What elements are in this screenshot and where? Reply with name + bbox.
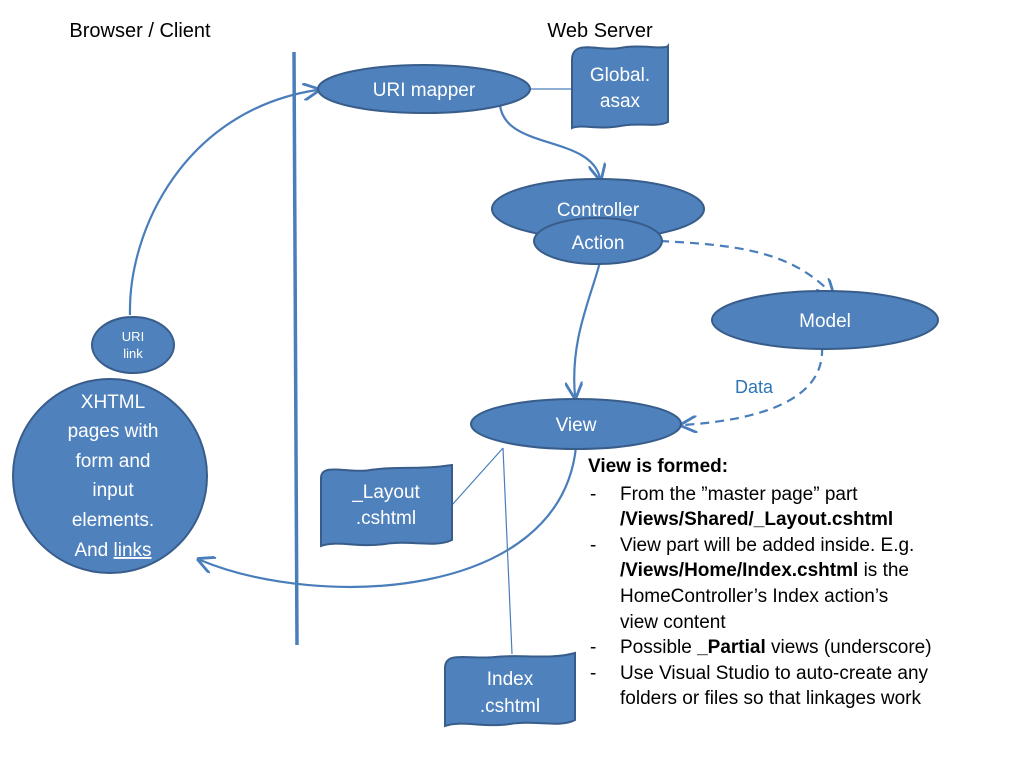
layout-label-line2: .cshtml [356, 508, 416, 529]
layout-document: _Layout .cshtml [320, 463, 453, 548]
notes-line: /Views/Shared/_Layout.cshtml [620, 507, 1018, 533]
view-formation-notes: View is formed: From the ”master page” p… [588, 454, 1018, 712]
client-pages-node: XHTML pages with form and input elements… [12, 378, 208, 574]
client-pages-line4: input [92, 480, 134, 501]
notes-line: view content [620, 611, 726, 633]
uri-link-line1: URI [122, 329, 144, 344]
action-node: Action [533, 217, 663, 265]
client-column-header: Browser / Client [69, 20, 211, 42]
notes-line-prefix: Possible [620, 637, 698, 659]
notes-line: Use Visual Studio to auto-create any [620, 662, 929, 684]
model-node: Model [711, 290, 939, 350]
uri-mapper-node: URI mapper [317, 64, 531, 114]
client-pages-line3: form and [76, 451, 151, 472]
notes-line: HomeController’s Index action’s [620, 585, 889, 607]
notes-title: View is formed: [588, 456, 729, 477]
index-label-line1: Index [487, 669, 534, 690]
client-links-word[interactable]: links [114, 540, 152, 561]
notes-line: /Views/Home/Index.cshtml is the [620, 558, 1018, 584]
notes-line: View part will be added inside. E.g. [620, 534, 915, 556]
notes-path-index: /Views/Home/Index.cshtml [620, 560, 859, 582]
global-asax-label-line2: asax [600, 91, 641, 112]
client-pages-line2: pages with [68, 421, 159, 442]
global-asax-document: Global. asax [571, 43, 669, 130]
edge-view-to-layout [451, 447, 504, 506]
notes-list: From the ”master page” part /Views/Share… [588, 482, 1018, 712]
notes-bullet-master-page: From the ”master page” part /Views/Share… [588, 482, 1018, 533]
controller-node: Controller [491, 178, 705, 240]
client-server-divider [292, 51, 299, 646]
edge-uri-mapper-to-controller [498, 104, 600, 178]
edge-view-to-client [200, 446, 578, 589]
data-edge-label: Data [735, 377, 774, 397]
index-document: Index .cshtml [444, 651, 576, 728]
edge-action-to-model [659, 239, 832, 294]
client-links-prefix: And [74, 540, 113, 561]
uri-link-node: URI link [91, 316, 175, 374]
notes-line-suffix: is the [858, 560, 909, 582]
uri-link-line2: link [123, 346, 143, 361]
view-label: View [556, 415, 597, 436]
edge-action-to-view [574, 261, 602, 396]
notes-bullet-visual-studio: Use Visual Studio to auto-create any fol… [588, 661, 1018, 712]
global-asax-label-line1: Global. [590, 65, 650, 86]
notes-partial-term: _Partial [697, 637, 766, 659]
edge-model-to-view [683, 346, 824, 425]
notes-line: From the ”master page” part [620, 483, 858, 505]
client-pages-line5: elements. [72, 510, 154, 531]
server-column-header: Web Server [547, 20, 653, 42]
notes-bullet-partial: Possible _Partial views (underscore) [588, 635, 1018, 661]
notes-line-suffix: views (underscore) [765, 637, 932, 659]
view-node: View [470, 398, 682, 450]
model-label: Model [799, 311, 851, 332]
client-pages-line6: And links [74, 540, 151, 561]
notes-line: Possible _Partial views (underscore) [620, 635, 1018, 661]
action-label: Action [572, 233, 625, 254]
uri-mapper-label: URI mapper [373, 80, 476, 101]
edge-uri-link-to-uri-mapper [128, 90, 317, 316]
controller-label: Controller [557, 200, 640, 221]
notes-line: folders or files so that linkages work [620, 688, 921, 710]
layout-label-line1: _Layout [351, 482, 420, 503]
index-label-line2: .cshtml [480, 696, 540, 717]
notes-bullet-view-part: View part will be added inside. E.g. /Vi… [588, 533, 1018, 635]
notes-path-layout: /Views/Shared/_Layout.cshtml [620, 509, 894, 531]
client-pages-line1: XHTML [81, 392, 145, 413]
